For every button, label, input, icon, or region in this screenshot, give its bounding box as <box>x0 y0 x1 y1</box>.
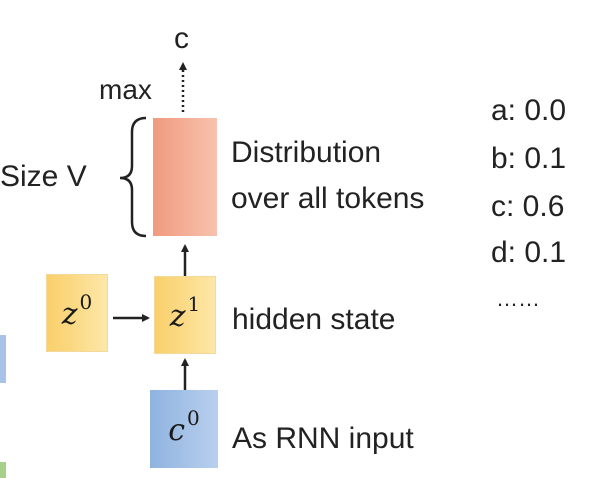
prob-item-c: c: 0.6 <box>491 190 565 223</box>
prob-item-b: b: 0.1 <box>491 142 567 175</box>
prob-item-ellipsis: …… <box>496 286 540 311</box>
cropped-blue-box <box>0 335 6 383</box>
prob-item-a: a: 0.0 <box>491 94 567 127</box>
size-brace <box>119 116 147 238</box>
rnn-input-label: As RNN input <box>232 422 414 455</box>
distribution-label-line2: over all tokens <box>231 182 425 215</box>
hidden-state-label: hidden state <box>232 303 396 336</box>
cropped-green-box <box>0 462 6 478</box>
distribution-label-line1: Distribution <box>231 136 382 169</box>
prob-item-d: d: 0.1 <box>491 236 567 269</box>
max-label: max <box>99 74 152 105</box>
output-token-label: c <box>174 22 189 55</box>
size-label: Size V <box>0 160 87 193</box>
distribution-box <box>153 118 217 236</box>
